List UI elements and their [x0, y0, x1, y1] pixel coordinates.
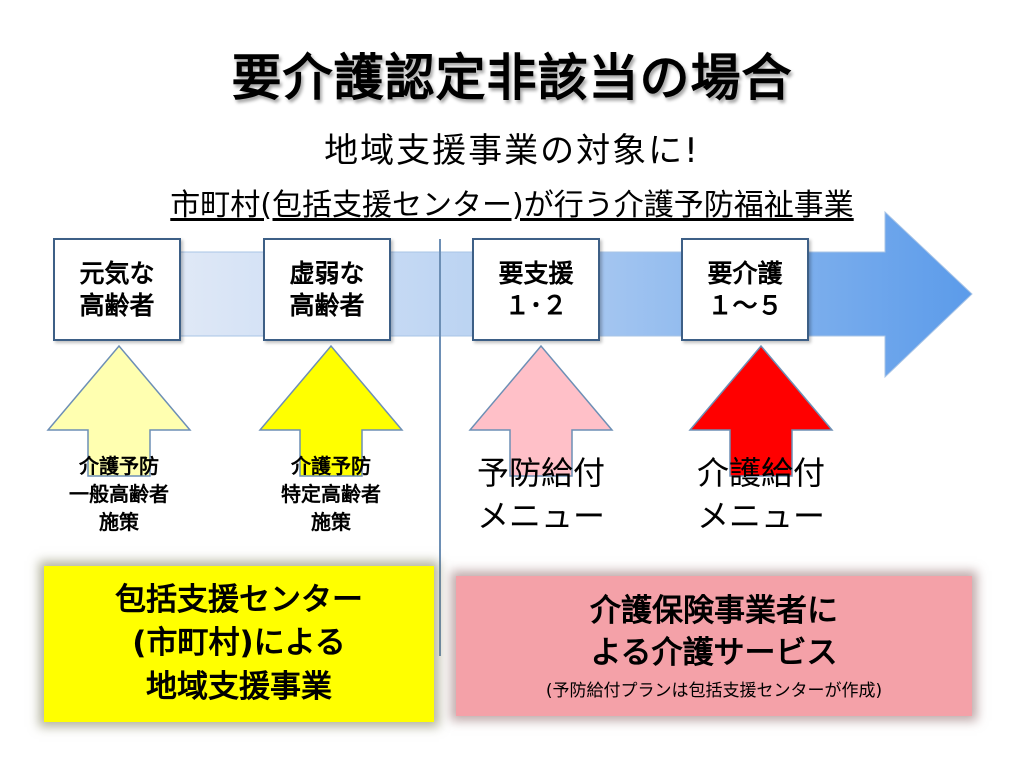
stage-frail-elderly: 虚弱な 高齢者 [263, 238, 391, 341]
up-arrow-specific [258, 344, 404, 477]
up-arrow-care [688, 344, 834, 477]
divider-line [439, 239, 441, 656]
up-arrow-preventive [468, 344, 614, 477]
care-service-main: 介護保険事業者に よる介護サービス [590, 592, 838, 671]
regional-support-line2: (市町村)による [132, 625, 346, 662]
label-preventive-benefit-menu: 予防給付 メニュー [476, 454, 605, 536]
regional-support-box: 包括支援センター (市町村)による 地域支援事業 [44, 566, 434, 722]
page-title: 要介護認定非該当の場合 [231, 49, 793, 107]
stage-healthy-elderly: 元気な 高齢者 [53, 238, 181, 341]
subtitle-program: 市町村(包括支援センター)が行う介護予防福祉事業 [170, 188, 854, 223]
regional-support-line3: 地域支援事業 [146, 668, 332, 705]
label-general-prevention: 介護予防 一般高齢者 施策 [69, 454, 169, 534]
care-service-box: 介護保険事業者に よる介護サービス (予防給付プランは包括支援センターが作成) [456, 576, 972, 716]
stage-care-required: 要介護 １～５ [681, 238, 809, 341]
label-specific-prevention: 介護予防 特定高齢者 施策 [281, 454, 381, 534]
subtitle: 地域支援事業の対象に! [324, 131, 700, 171]
stage-support-required: 要支援 １･２ [472, 238, 600, 341]
regional-support-line1: 包括支援センター [115, 581, 363, 618]
up-arrow-general [46, 344, 192, 477]
care-service-note: (予防給付プランは包括支援センターが作成) [545, 681, 883, 702]
label-care-benefit-menu: 介護給付 メニュー [696, 454, 825, 536]
